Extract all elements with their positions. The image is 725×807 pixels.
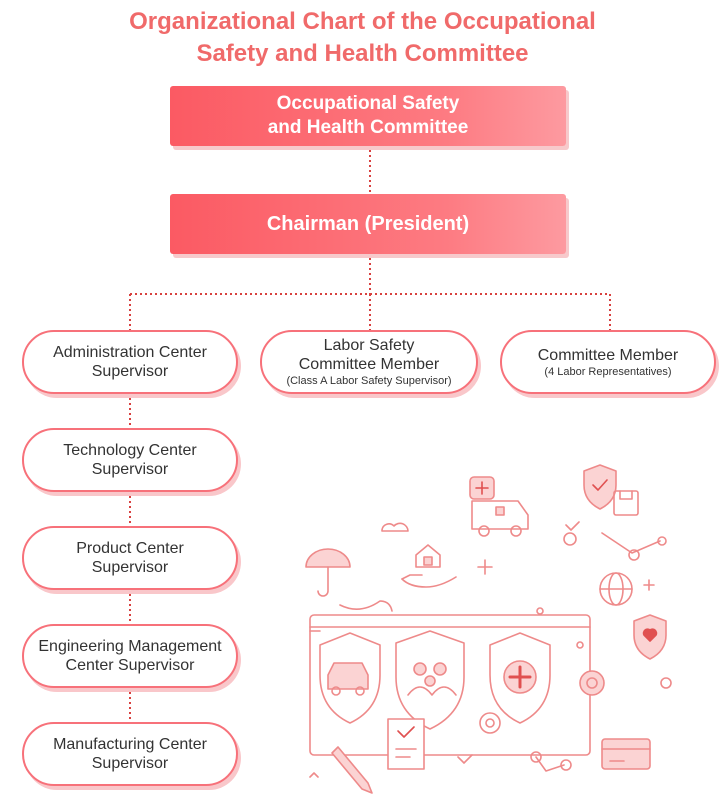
tech-line-1: Technology Center bbox=[63, 442, 197, 459]
house-hand-icon bbox=[401, 544, 457, 588]
page-title: Organizational Chart of the Occupational… bbox=[0, 6, 725, 70]
engineering-line-1: Engineering Management bbox=[38, 638, 222, 655]
gear-small-icon bbox=[563, 532, 577, 546]
product-center-box: Product Center Supervisor bbox=[22, 526, 238, 590]
engineering-center-box: Engineering Management Center Supervisor bbox=[22, 624, 238, 688]
ambulance-icon bbox=[469, 476, 529, 537]
title-line-1: Organizational Chart of the Occupational bbox=[129, 8, 596, 35]
car-shield-icon bbox=[319, 632, 381, 724]
cloud-icon bbox=[381, 522, 409, 532]
committee-member-box: Committee Member (4 Labor Representative… bbox=[500, 330, 716, 394]
admin-line-1: Administration Center bbox=[53, 344, 207, 361]
gear-large-icon bbox=[579, 670, 605, 696]
credit-card-icon bbox=[601, 738, 651, 770]
safety-illustration bbox=[305, 464, 672, 794]
labor-line-2: Committee Member bbox=[298, 356, 440, 373]
labor-safety-box: Labor Safety Committee Member (Class A L… bbox=[260, 330, 478, 394]
shield-check-icon bbox=[583, 464, 639, 516]
member-note: (4 Labor Representatives) bbox=[544, 365, 672, 378]
committee-line-2: and Health Committee bbox=[267, 117, 469, 138]
pen-icon bbox=[331, 746, 373, 794]
labor-note: (Class A Labor Safety Supervisor) bbox=[286, 375, 452, 387]
chairman-box: Chairman (President) bbox=[170, 194, 566, 254]
gear-icon bbox=[479, 712, 501, 734]
globe-icon bbox=[599, 572, 633, 606]
committee-box: Occupational Safety and Health Committee bbox=[170, 86, 566, 146]
member-line-1: Committee Member bbox=[537, 346, 679, 364]
admin-center-box: Administration Center Supervisor bbox=[22, 330, 238, 394]
document-check-icon bbox=[387, 718, 425, 770]
family-shield-icon bbox=[395, 630, 465, 730]
network-icon bbox=[601, 532, 667, 561]
committee-line-1: Occupational Safety bbox=[276, 93, 460, 114]
heart-shield-icon bbox=[633, 614, 667, 660]
technology-center-box: Technology Center Supervisor bbox=[22, 428, 238, 492]
medical-shield-icon bbox=[489, 632, 551, 724]
manufacturing-center-box: Manufacturing Center Supervisor bbox=[22, 722, 238, 786]
manufacturing-line-2: Supervisor bbox=[91, 755, 169, 772]
product-line-2: Supervisor bbox=[91, 559, 169, 576]
tech-line-2: Supervisor bbox=[91, 461, 169, 478]
labor-line-1: Labor Safety bbox=[323, 337, 415, 354]
umbrella-icon bbox=[305, 548, 393, 612]
admin-line-2: Supervisor bbox=[91, 363, 169, 380]
chairman-label: Chairman (President) bbox=[266, 212, 470, 235]
engineering-line-2: Center Supervisor bbox=[65, 657, 195, 674]
manufacturing-line-1: Manufacturing Center bbox=[53, 736, 207, 753]
product-line-1: Product Center bbox=[76, 540, 184, 557]
title-line-2: Safety and Health Committee bbox=[196, 40, 529, 67]
